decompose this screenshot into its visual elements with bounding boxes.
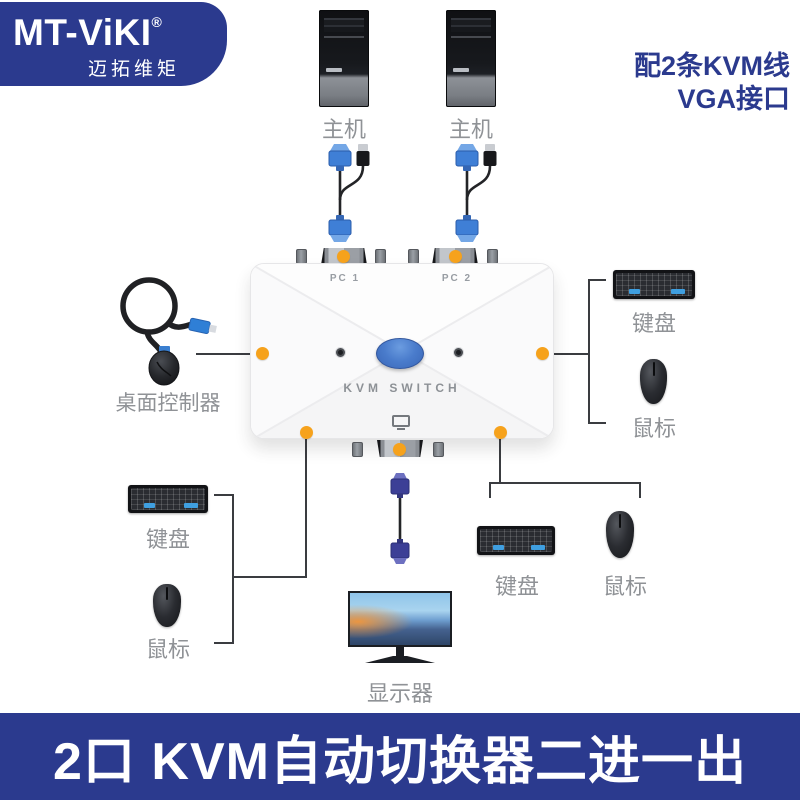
connection-dot xyxy=(449,250,462,263)
vga-screw-post xyxy=(433,442,444,457)
tower-drive-bay xyxy=(324,18,364,32)
connection-dot xyxy=(536,347,549,360)
connection-line xyxy=(588,422,606,424)
brand-text: MT-ViKI xyxy=(13,12,152,53)
vga-screw-post xyxy=(296,249,307,264)
keyboard-icon xyxy=(128,485,208,513)
port-label-pc1: PC 1 xyxy=(329,273,361,284)
tower-logo xyxy=(453,68,469,72)
connection-line xyxy=(214,494,234,496)
keyboard-label: 键盘 xyxy=(145,527,190,552)
tower-slot xyxy=(324,36,364,38)
emboss-pattern xyxy=(251,264,553,438)
tower-slot xyxy=(451,36,491,38)
connection-line xyxy=(639,482,641,498)
led-indicator xyxy=(454,348,463,357)
connection-dot xyxy=(337,250,350,263)
monitor-port-icon xyxy=(392,415,410,430)
connection-line xyxy=(489,482,641,484)
vga-screw-post xyxy=(487,249,498,264)
connection-dot xyxy=(494,426,507,439)
port-label-pc2: PC 2 xyxy=(441,273,473,284)
connection-line xyxy=(588,279,590,424)
top-right-note: 配2条KVM线 VGA接口 xyxy=(634,50,790,116)
keyboard-blue-keys xyxy=(144,503,155,508)
note-line-1: 配2条KVM线 xyxy=(633,51,790,81)
connection-dot xyxy=(300,426,313,439)
brand-name: MT-ViKI® xyxy=(13,12,162,54)
device-name-label: KVM SWITCH xyxy=(343,381,461,395)
brand-logo: MT-ViKI® 迈拓维矩 xyxy=(0,2,227,86)
connection-line xyxy=(305,438,307,578)
keyboard-label: 键盘 xyxy=(631,311,676,336)
mouse-label: 鼠标 xyxy=(602,574,647,599)
tower-logo xyxy=(326,68,342,72)
controller-label: 桌面控制器 xyxy=(115,392,221,415)
connection-line xyxy=(214,642,234,644)
host-tower-icon xyxy=(319,10,369,107)
monitor-icon xyxy=(348,591,452,647)
connection-dot xyxy=(393,443,406,456)
vga-screw-post xyxy=(375,249,386,264)
monitor-stand-neck xyxy=(396,647,404,657)
monitor-label: 显示器 xyxy=(366,681,433,706)
monitor-stand-base xyxy=(365,656,435,663)
mouse-label: 鼠标 xyxy=(145,637,190,662)
keyboard-blue-keys xyxy=(493,545,504,550)
host-label: 主机 xyxy=(321,117,366,142)
mouse-icon xyxy=(153,584,181,627)
led-indicator xyxy=(336,348,345,357)
registered-mark: ® xyxy=(151,14,163,30)
note-line-2: VGA接口 xyxy=(677,84,790,114)
mouse-label: 鼠标 xyxy=(631,416,676,441)
connection-line xyxy=(489,482,491,498)
host-tower-icon xyxy=(446,10,496,107)
connection-line xyxy=(196,353,256,355)
select-button xyxy=(376,338,424,369)
connection-line xyxy=(549,353,589,355)
banner-title: 2口 KVM自动切换器二进一出 xyxy=(53,733,747,791)
desk-controller-icon xyxy=(120,277,217,386)
mouse-icon xyxy=(640,359,667,404)
brand-chinese-name: 迈拓维矩 xyxy=(88,59,181,80)
mouse-icon xyxy=(606,511,634,558)
keyboard-icon xyxy=(613,270,695,299)
keyboard-blue-keys xyxy=(184,503,198,508)
connection-line xyxy=(232,576,307,578)
keyboard-label: 键盘 xyxy=(494,574,539,599)
kvm-cable-icon xyxy=(328,144,370,242)
tower-drive-bay xyxy=(451,18,491,32)
connection-line xyxy=(588,279,606,281)
keyboard-blue-keys xyxy=(531,545,545,550)
vga-screw-post xyxy=(352,442,363,457)
connection-line xyxy=(232,494,234,644)
keyboard-icon xyxy=(477,526,555,555)
connection-dot xyxy=(256,347,269,360)
vga-screw-post xyxy=(408,249,419,264)
keyboard-blue-keys xyxy=(671,289,685,294)
kvm-switch-device: PC 1 PC 2 KVM SWITCH xyxy=(250,263,554,439)
kvm-cable-icon xyxy=(455,144,497,242)
keyboard-blue-keys xyxy=(629,289,640,294)
vga-cable-icon xyxy=(390,473,410,564)
bottom-banner: 2口 KVM自动切换器二进一出 xyxy=(0,713,800,800)
connection-line xyxy=(499,438,501,484)
host-label: 主机 xyxy=(448,117,493,142)
